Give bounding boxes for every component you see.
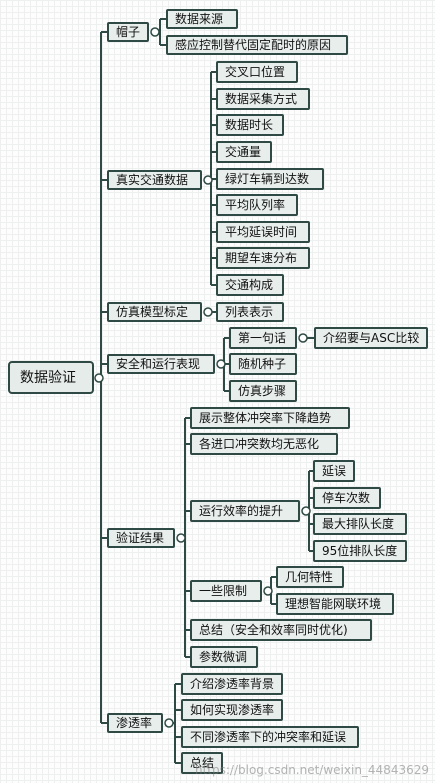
node-shuju-laiyuan[interactable]: 数据来源 <box>166 9 238 29</box>
node-canshu-weitiao[interactable]: 参数微调 <box>190 646 258 668</box>
node-diyi-juhua[interactable]: 第一句话 <box>229 327 297 349</box>
branch-anquan[interactable]: 安全和运行表现 <box>107 354 215 374</box>
branch-zhenshi[interactable]: 真实交通数据 <box>107 170 202 190</box>
node-caiji-fangshi[interactable]: 数据采集方式 <box>216 88 310 110</box>
collapse-dot[interactable] <box>203 175 213 185</box>
node-tingche-cishu[interactable]: 停车次数 <box>313 487 381 509</box>
node-jiaochakou[interactable]: 交叉口位置 <box>216 61 298 83</box>
node-liebiao-biaoshi[interactable]: 列表表示 <box>216 302 284 322</box>
node-zongjie-youhua[interactable]: 总结（安全和效率同时优化) <box>190 619 372 641</box>
collapse-dot[interactable] <box>164 718 174 728</box>
node-shentou-beijing[interactable]: 介绍渗透率背景 <box>181 673 283 695</box>
node-butong-shentou[interactable]: 不同渗透率下的冲突率和延误 <box>181 726 359 748</box>
collapse-dot[interactable] <box>203 307 213 317</box>
collapse-dot[interactable] <box>263 586 273 596</box>
branch-fangzhen[interactable]: 仿真模型标定 <box>107 302 202 322</box>
node-jihe-texing[interactable]: 几何特性 <box>276 566 344 588</box>
node-duilie-lv[interactable]: 平均队列率 <box>216 194 298 216</box>
node-jiaotongliang[interactable]: 交通量 <box>216 141 272 163</box>
node-ruhe-shixian[interactable]: 如何实现渗透率 <box>181 699 283 721</box>
node-shentou-zongjie[interactable]: 总结 <box>181 752 223 774</box>
branch-shentou[interactable]: 渗透率 <box>107 713 163 733</box>
node-asc-bijiao[interactable]: 介绍要与ASC比较 <box>314 327 428 349</box>
collapse-dot[interactable] <box>298 333 308 343</box>
branch-maozi[interactable]: 帽子 <box>107 22 149 42</box>
root-node[interactable]: 数据验证 <box>8 361 94 394</box>
collapse-dot[interactable] <box>150 27 160 37</box>
collapse-dot[interactable] <box>301 506 311 516</box>
node-yixie-xianzhi[interactable]: 一些限制 <box>190 580 262 602</box>
node-lixiang-wanglian[interactable]: 理想智能网联环境 <box>276 593 394 615</box>
watermark: https://blog.csdn.net/weixin_44843629 <box>194 763 429 777</box>
collapse-dot[interactable] <box>94 373 104 383</box>
node-suiji-zhongzi[interactable]: 随机种子 <box>229 353 297 375</box>
node-yanwu[interactable]: 延误 <box>313 460 355 482</box>
node-lvdeng-daoda[interactable]: 绿灯车辆到达数 <box>216 168 324 190</box>
node-jiaotong-goucheng[interactable]: 交通构成 <box>216 274 284 296</box>
node-95-paidui[interactable]: 95位排队长度 <box>313 540 407 562</box>
node-yanwu-shijian[interactable]: 平均延误时间 <box>216 221 310 243</box>
branch-yanzheng[interactable]: 验证结果 <box>107 528 175 548</box>
node-shuju-shichang[interactable]: 数据时长 <box>216 114 284 136</box>
node-zuida-paidui[interactable]: 最大排队长度 <box>313 513 407 535</box>
collapse-dot[interactable] <box>216 359 226 369</box>
node-yunxing-xiaolv[interactable]: 运行效率的提升 <box>190 500 300 522</box>
node-ganying-yuanyin[interactable]: 感应控制替代固定配时的原因 <box>166 35 348 55</box>
node-chesu-fenbu[interactable]: 期望车速分布 <box>216 247 310 269</box>
collapse-dot[interactable] <box>176 533 186 543</box>
node-fangzhen-buzhou[interactable]: 仿真步骤 <box>229 380 297 402</box>
node-jinkou-chongtu[interactable]: 各进口冲突数均无恶化 <box>190 433 338 455</box>
node-zhengti-chongtu[interactable]: 展示整体冲突率下降趋势 <box>190 407 350 429</box>
